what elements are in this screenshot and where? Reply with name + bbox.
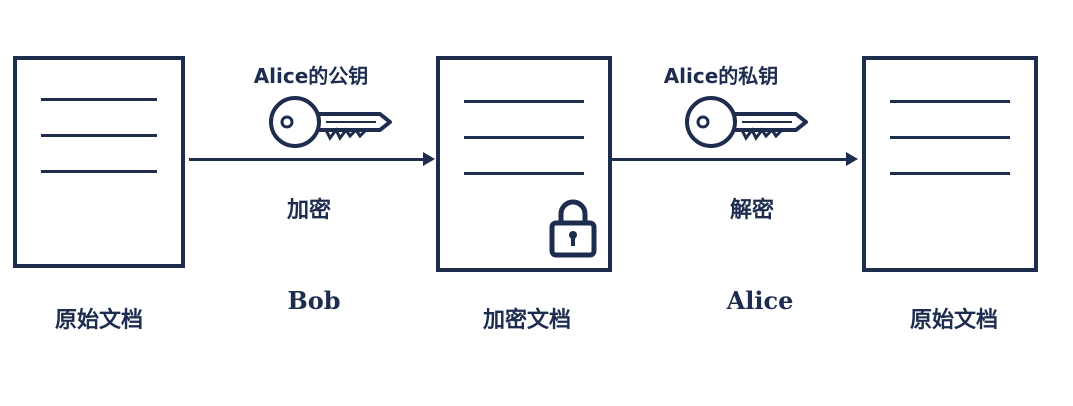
public-key-icon xyxy=(269,96,392,148)
encrypted-document-caption: 加密文档 xyxy=(482,308,572,333)
private-key-icon xyxy=(685,96,808,148)
decrypt-label: 解密 xyxy=(729,198,775,223)
original-document-left xyxy=(13,56,185,268)
arrow-head xyxy=(423,152,435,166)
original-document-right xyxy=(862,56,1038,272)
doc-text-line xyxy=(464,136,584,139)
doc-text-line xyxy=(41,98,157,101)
doc-text-line xyxy=(41,134,157,137)
encrypt-label: 加密 xyxy=(286,198,332,223)
doc-text-line xyxy=(890,136,1010,139)
original-document-left-caption: 原始文档 xyxy=(54,308,144,333)
doc-text-line xyxy=(890,172,1010,175)
actor-alice-label: Alice xyxy=(726,286,794,315)
encrypted-document xyxy=(436,56,612,272)
public-key-label: Alice的公钥 xyxy=(253,64,369,88)
arrow-head xyxy=(846,152,858,166)
doc-text-line xyxy=(464,172,584,175)
lock-icon xyxy=(549,199,597,258)
doc-text-line xyxy=(464,100,584,103)
decrypt-arrow xyxy=(612,152,858,166)
doc-text-line xyxy=(41,170,157,173)
encrypt-arrow xyxy=(189,152,435,166)
doc-text-line xyxy=(890,100,1010,103)
private-key-label: Alice的私钥 xyxy=(663,64,779,88)
actor-bob-label: Bob xyxy=(287,286,341,315)
original-document-right-caption: 原始文档 xyxy=(909,308,999,333)
